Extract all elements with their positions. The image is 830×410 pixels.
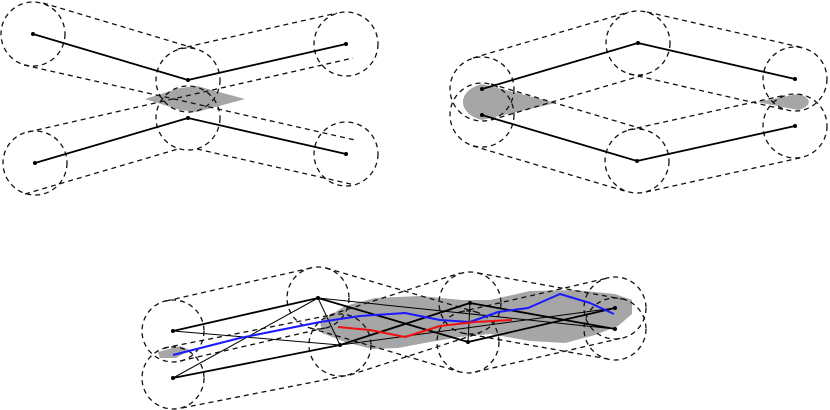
cross-connectors — [172, 297, 616, 379]
buffer-circles-upper — [0, 1, 379, 113]
buffer-circles-lower — [449, 82, 828, 194]
matched-path-red — [337, 319, 513, 338]
trajectory-a — [172, 297, 616, 343]
trajectory-points — [171, 296, 617, 380]
buffer-envelope-lines — [23, 2, 356, 195]
trajectory-upper — [481, 42, 796, 90]
panel-crossing-trajectories — [0, 1, 379, 196]
panel-overlapping-trajectories — [141, 266, 647, 410]
trajectory-points — [31, 32, 348, 165]
trajectory-upper — [32, 33, 347, 81]
trajectory-lower — [34, 117, 347, 164]
overlap-region-right — [757, 94, 809, 110]
buffer-circles-upper — [449, 10, 828, 122]
buffer-circles-trajectory-a — [141, 266, 647, 374]
overlap-regions — [158, 290, 632, 358]
matched-path-blue — [172, 293, 615, 356]
trajectory-lower — [481, 114, 796, 162]
buffer-envelope-lines — [472, 11, 805, 193]
overlap-region-left — [462, 84, 556, 120]
trajectory-points — [480, 41, 797, 163]
buffer-circles-lower — [2, 85, 379, 196]
overlap-region — [145, 86, 245, 112]
panel-diamond-trajectories — [449, 10, 828, 194]
trajectory-b — [172, 302, 616, 379]
